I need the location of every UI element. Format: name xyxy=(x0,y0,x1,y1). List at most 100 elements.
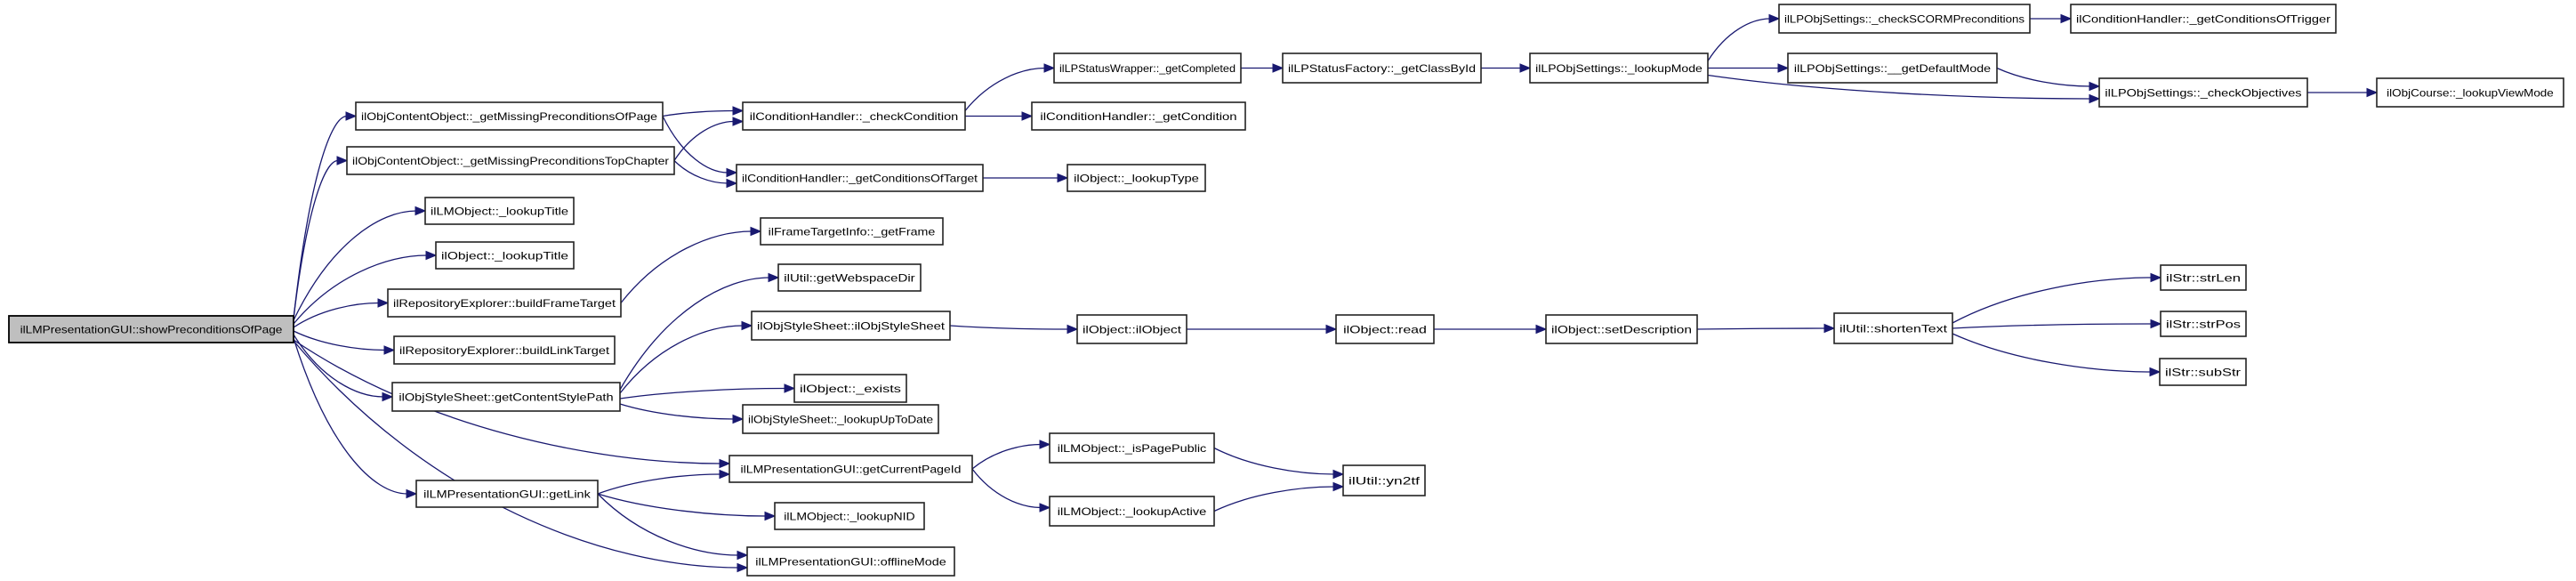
arrowhead-icon xyxy=(2089,81,2101,92)
edge-lookupmode-getdefault xyxy=(1708,63,1790,73)
arrowhead-icon xyxy=(2089,93,2101,104)
node-lmlookuptitle[interactable]: ilLMObject::_lookupTitle xyxy=(424,197,575,225)
node-buildframe[interactable]: ilRepositoryExplorer::buildFrameTarget xyxy=(387,288,622,318)
edge-root-buildlink xyxy=(293,330,396,355)
node-offline[interactable]: ilLMPresentationGUI::offlineMode xyxy=(746,546,955,577)
node-label: ilObject::ilObject xyxy=(1083,324,1182,336)
arrowhead-icon xyxy=(336,156,349,165)
arrowhead-icon xyxy=(383,345,396,355)
node-getcompleted[interactable]: ilLPStatusWrapper::_getCompleted xyxy=(1053,52,1242,84)
node-checkscorm[interactable]: ilLPObjSettings::_checkSCORMPrecondition… xyxy=(1778,4,2031,34)
edge-root-stylepath xyxy=(293,334,394,402)
edge-root-objlookuptitle xyxy=(293,250,438,325)
node-label: ilObject::_exists xyxy=(800,383,901,395)
node-label: ilLMObject::_lookupNID xyxy=(784,511,915,523)
node-lookupnid[interactable]: ilLMObject::_lookupNID xyxy=(774,502,925,530)
edge-root-buildframe xyxy=(293,298,390,328)
edge-root-ofpage xyxy=(293,111,358,319)
edge-lookupmode-checkscorm xyxy=(1707,13,1781,61)
node-ispagepublic[interactable]: ilLMObject::_isPagePublic xyxy=(1049,432,1215,464)
edge-ofpage-condtarget xyxy=(662,116,738,178)
node-label: ilLMPresentationGUI::showPreconditionsOf… xyxy=(20,324,283,336)
edge-getlink-offline xyxy=(597,493,749,561)
node-label: ilLPStatusWrapper::_getCompleted xyxy=(1059,62,1236,75)
arrowhead-icon xyxy=(732,106,745,116)
node-uptodate[interactable]: ilObjStyleSheet::_lookupUpToDate xyxy=(742,404,939,434)
node-label: ilLPObjSettings::__getDefaultMode xyxy=(1794,62,1991,75)
node-exists[interactable]: ilObject::_exists xyxy=(793,374,907,403)
arrowhead-icon xyxy=(406,488,418,499)
nodes-layer: ilLMPresentationGUI::showPreconditionsOf… xyxy=(8,4,2564,577)
arrowhead-icon xyxy=(750,226,762,237)
edge-checkobj-viewmode xyxy=(2307,87,2379,98)
node-lookupmode[interactable]: ilLPObjSettings::_lookupMode xyxy=(1529,52,1709,84)
arrowhead-icon xyxy=(1067,324,1079,335)
arrowhead-icon xyxy=(1021,111,1034,121)
node-substr[interactable]: ilStr::subStr xyxy=(2159,358,2247,386)
node-checkobj[interactable]: ilLPObjSettings::_checkObjectives xyxy=(2098,77,2308,108)
arrowhead-icon xyxy=(719,469,731,480)
edge-objctor-objread xyxy=(1186,324,1338,335)
edge-condtarget-lookuptype xyxy=(983,173,1069,183)
arrowhead-icon xyxy=(726,178,738,189)
node-topchapter[interactable]: ilObjContentObject::_getMissingPrecondit… xyxy=(346,146,675,175)
node-label: ilObjContentObject::_getMissingPrecondit… xyxy=(352,155,669,167)
node-label: ilConditionHandler::_getConditionsOfTarg… xyxy=(742,173,978,185)
node-stylepath[interactable]: ilObjStyleSheet::getContentStylePath xyxy=(391,382,621,412)
node-stylector[interactable]: ilObjStyleSheet::ilObjStyleSheet xyxy=(751,311,951,341)
arrowhead-icon xyxy=(2150,272,2162,283)
arrowhead-icon xyxy=(768,272,780,283)
node-label: ilConditionHandler::_getCondition xyxy=(1040,110,1236,123)
arrowhead-icon xyxy=(2060,13,2073,24)
edge-lookupmode-checkobj xyxy=(1707,74,2101,104)
node-checkcond[interactable]: ilConditionHandler::_checkCondition xyxy=(742,101,966,131)
node-lookupactive[interactable]: ilLMObject::_lookupActive xyxy=(1049,496,1215,527)
edge-getlink-lookupnid xyxy=(597,493,777,521)
node-shorten[interactable]: ilUtil::shortenText xyxy=(1833,312,1953,344)
edge-objread-setdesc xyxy=(1433,324,1548,335)
node-getcond[interactable]: ilConditionHandler::_getCondition xyxy=(1031,101,1246,131)
node-label: ilUtil::yn2tf xyxy=(1348,475,1421,488)
node-setdesc[interactable]: ilObject::setDescription xyxy=(1545,314,1698,344)
node-objread[interactable]: ilObject::read xyxy=(1335,314,1435,344)
node-objctor[interactable]: ilObject::ilObject xyxy=(1076,314,1187,344)
edge-lookupactive-yn2tf xyxy=(1213,481,1345,512)
node-webspace[interactable]: ilUtil::getWebspaceDir xyxy=(777,263,922,292)
node-condtarget[interactable]: ilConditionHandler::_getConditionsOfTarg… xyxy=(736,164,984,192)
edge-ispagepublic-yn2tf xyxy=(1213,447,1345,480)
node-getdefault[interactable]: ilLPObjSettings::__getDefaultMode xyxy=(1787,52,1998,84)
arrowhead-icon xyxy=(425,250,438,261)
node-buildlink[interactable]: ilRepositoryExplorer::buildLinkTarget xyxy=(393,335,616,365)
node-viewmode[interactable]: ilObjCourse::_lookupViewMode xyxy=(2376,77,2564,108)
edge-root-topchapter xyxy=(293,156,349,319)
node-label: ilObject::read xyxy=(1343,324,1427,336)
node-label: ilLMObject::_lookupActive xyxy=(1058,505,1207,518)
edge-getlink-getcurpage xyxy=(597,469,731,495)
node-ofpage[interactable]: ilObjContentObject::_getMissingPrecondit… xyxy=(355,101,664,131)
arrowhead-icon xyxy=(2149,367,2161,377)
node-getcurpage[interactable]: ilLMPresentationGUI::getCurrentPageId xyxy=(729,455,973,483)
edge-checkscorm-condtrigger xyxy=(2030,13,2073,24)
node-label: ilRepositoryExplorer::buildFrameTarget xyxy=(393,297,616,310)
node-objlookuptitle[interactable]: ilObject::_lookupTitle xyxy=(435,241,575,270)
edge-buildframe-getframe xyxy=(620,226,762,303)
arrowhead-icon xyxy=(1332,469,1345,480)
node-yn2tf[interactable]: ilUtil::yn2tf xyxy=(1342,464,1426,496)
edge-stylepath-exists xyxy=(619,383,796,399)
node-getclassbyid[interactable]: ilLPStatusFactory::_getClassById xyxy=(1282,52,1482,84)
node-condtrigger[interactable]: ilConditionHandler::_getConditionsOfTrig… xyxy=(2070,4,2337,34)
node-getlink[interactable]: ilLMPresentationGUI::getLink xyxy=(415,480,599,508)
node-lookuptype[interactable]: ilObject::_lookupType xyxy=(1067,164,1206,192)
node-strlen[interactable]: ilStr::strLen xyxy=(2160,264,2247,291)
node-label: ilObjContentObject::_getMissingPrecondit… xyxy=(361,110,657,123)
arrowhead-icon xyxy=(377,298,390,308)
node-label: ilObjCourse::_lookupViewMode xyxy=(2387,87,2554,100)
edge-getcompleted-getclassbyid xyxy=(1241,63,1284,73)
node-label: ilUtil::getWebspaceDir xyxy=(784,272,914,285)
arrowhead-icon xyxy=(415,206,427,216)
arrowhead-icon xyxy=(1325,324,1338,335)
node-label: ilLMPresentationGUI::getLink xyxy=(423,488,592,501)
node-getframe[interactable]: ilFrameTargetInfo::_getFrame xyxy=(760,217,944,246)
edge-getdefault-checkobj xyxy=(1996,67,2101,92)
node-strpos[interactable]: ilStr::strPos xyxy=(2160,311,2247,337)
